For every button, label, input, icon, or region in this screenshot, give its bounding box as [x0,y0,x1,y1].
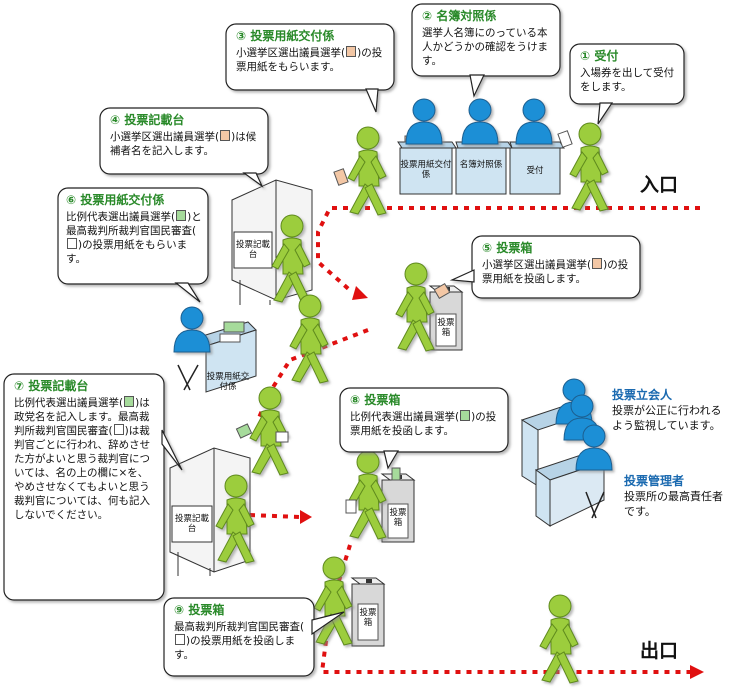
route-arrow [352,286,368,300]
bubble-step-7 [3,373,183,601]
callout-step-5: ⑤ 投票箱 小選挙区選出議員選挙()の投票用紙を投函します。 [482,241,629,285]
orange-ballot-swatch [346,46,357,57]
orange-ballot-swatch [220,130,231,141]
green-ballot-swatch [460,410,471,421]
voter-exit [539,594,579,684]
callout-step-4: ④ 投票記載台 小選挙区選出議員選挙()は候補者名を記入します。 [110,113,257,157]
callout-step-1: ① 受付 入場券を出して受付をします。 [580,49,675,93]
white-ballot-swatch [67,238,77,249]
exit-label: 出口 [640,640,679,662]
bubble-step-6 [57,187,209,303]
bubble-step-2 [411,3,561,98]
white-ballot-swatch [113,424,124,435]
ballot-box-1 [428,285,464,351]
official-roll-check [461,98,499,145]
voter-box-1 [395,262,435,352]
booth-1-label: 投票記載台 [235,240,270,260]
bubble-step-8 [339,387,509,470]
ballot-papers [235,130,573,514]
voter-box-3 [313,556,353,646]
role-manager: 投票管理者 投票所の最高責任者です。 [624,474,723,518]
route-arrow [690,665,704,679]
booth-2-label: 投票記載台 [174,514,209,534]
green-ballot-swatch [124,396,135,407]
bubble-step-4 [99,107,269,188]
official-issue-1 [405,98,443,145]
green-ballot-swatch [176,210,187,221]
entrance-label: 入口 [640,174,679,196]
desk-roll-check-label: 名簿対照係 [459,160,503,170]
ballot-box-3-label: 投票箱 [359,608,377,628]
desk-issue-1-label: 投票用紙交付係 [400,160,452,180]
voter-step-3 [347,126,387,216]
bubble-step-9 [163,597,345,677]
desk-issue-2-label: 投票用紙交付係 [206,372,250,392]
bubble-step-3 [225,23,395,113]
white-ballot-swatch [175,634,185,645]
callout-step-8: ⑧ 投票箱 比例代表選出議員選挙()の投票用紙を投函します。 [350,393,497,437]
voter-reception [569,122,609,212]
voter-walking [289,294,329,384]
callout-step-7: ⑦ 投票記載台 比例代表選出議員選挙()は政党名を記入します。最高裁判所裁判官国… [14,379,151,521]
callout-step-6: ⑥ 投票用紙交付係 比例代表選出議員選挙()と最高裁判所裁判官国民審査()の投票… [66,193,202,265]
voter-step-6 [249,386,289,476]
callout-step-9: ⑨ 投票箱 最高裁判所裁判官国民審査()の投票用紙を投函します。 [174,603,305,661]
orange-ballot-swatch [592,258,603,269]
desk-issue-2 [194,321,257,393]
voter-box-2 [347,450,387,540]
bubble-step-5 [449,235,641,299]
route-arrow [300,510,312,524]
official-reception [515,98,553,145]
callout-step-3: ③ 投票用紙交付係 小選挙区選出議員選挙()の投票用紙をもらいます。 [236,29,383,73]
bubble-step-1 [569,43,685,125]
ballot-box-2-label: 投票箱 [389,508,407,528]
desk-reception-label: 受付 [526,166,544,176]
ballot-box-1-label: 投票箱 [437,318,455,338]
official-issue-2 [173,306,211,353]
callout-step-2: ② 名簿対照係 選挙人名簿にのっている本人かどうかの確認をうけます。 [422,9,548,67]
role-witness: 投票立会人 投票が公正に行われるよう監視しています。 [612,388,722,432]
ballot-box-3 [350,577,386,647]
